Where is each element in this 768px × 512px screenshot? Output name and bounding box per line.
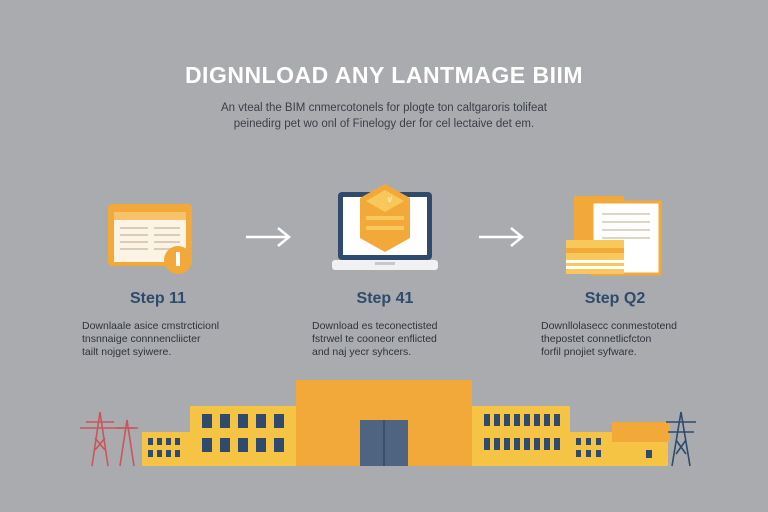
transmission-tower-icon [666,411,696,467]
arrow-right-icon [246,227,291,247]
step-desc-line: Downllolasecc conmestotend [541,320,677,332]
step-desc-line: Download es teconectisted [312,320,438,332]
transmission-tower-icon [80,411,138,467]
laptop-bim-icon: I/ [332,184,438,270]
arrow-right-icon [479,227,524,247]
subtitle-line: An vteal the BIM cnmercotonels for plogt… [221,102,547,114]
step-1-description: Downlaale asice cmstrcticionl tnsnnaige … [82,320,252,359]
step-2-description: Download es teconectisted fstrwel te coo… [312,320,482,359]
step-desc-line: tailt nojget syiwere. [82,346,172,358]
step-desc-line: fstrwel te cooneor enflicted [312,333,437,345]
step-desc-line: thepostet connetlicfcton [541,333,652,345]
step-2-label: Step 41 [356,290,414,307]
svg-text:I/: I/ [388,197,392,204]
building-skyline-illustration [80,380,696,467]
step-desc-line: Downlaale asice cmstrcticionl [82,320,220,332]
subtitle-line: peinedirg pet wo onl of Finelogy der for… [233,118,535,130]
step-desc-line: and naj yecr syhcers. [312,346,412,358]
document-icon [108,204,192,274]
page-subtitle: An vteal the BIM cnmercotonels for plogt… [184,100,584,132]
files-icon [566,196,662,276]
page-title: DIGNNLOAD ANY LANTMAGE BIIM [184,62,584,88]
step-3-description: Downllolasecc conmestotend thepostet con… [541,320,711,359]
step-3-label: Step Q2 [584,290,646,307]
step-desc-line: tnsnnaige connnencliicter [82,333,201,345]
step-1-label: Step 11 [129,290,187,307]
step-desc-line: forfil pnojiet syfware. [541,346,637,358]
